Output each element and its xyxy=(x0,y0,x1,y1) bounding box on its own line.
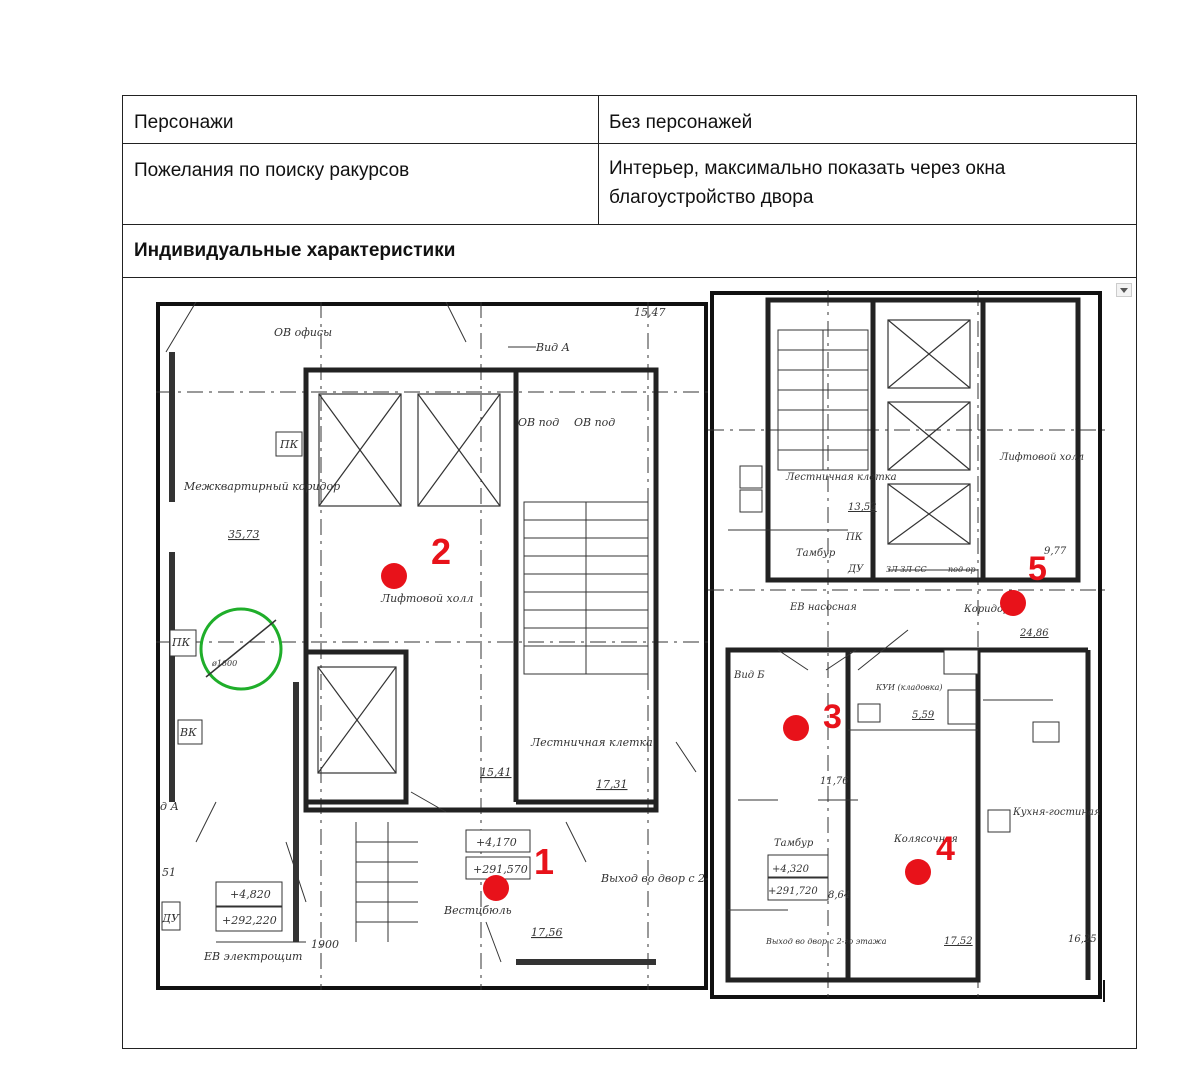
svg-text:ПК: ПК xyxy=(279,438,299,451)
marker-4[interactable]: 4 xyxy=(905,830,955,885)
svg-text:16,25: 16,25 xyxy=(1068,934,1097,945)
label-vestibule: Вестибюль xyxy=(443,904,512,917)
marker-3[interactable]: 3 xyxy=(783,698,842,741)
svg-text:под ор: под ор xyxy=(948,565,976,574)
svg-text:13,52: 13,52 xyxy=(848,502,877,513)
svg-text:17,52: 17,52 xyxy=(944,936,973,947)
svg-text:15,41: 15,41 xyxy=(480,766,512,779)
svg-text:1900: 1900 xyxy=(311,938,339,951)
svg-text:11,76: 11,76 xyxy=(820,776,849,787)
label-ov-offices: ОВ офисы xyxy=(274,326,332,339)
svg-text:+291,570: +291,570 xyxy=(473,863,528,876)
section-header-row: Индивидуальные характеристики xyxy=(123,225,1136,278)
row-value: Интерьер, максимально показать через окн… xyxy=(609,158,1006,208)
svg-text:+291,720: +291,720 xyxy=(768,886,818,897)
dropdown-arrow-icon[interactable] xyxy=(1116,283,1132,297)
svg-text:8,64: 8,64 xyxy=(828,890,850,901)
label-vid-a: Вид А xyxy=(535,341,570,354)
svg-text:+4,320: +4,320 xyxy=(772,864,810,875)
svg-text:17,56: 17,56 xyxy=(531,926,563,939)
label-lift-hall: Лифтовой холл xyxy=(380,592,473,605)
svg-text:5,59: 5,59 xyxy=(912,710,935,721)
label-tambur-2: Тамбур xyxy=(774,838,814,849)
label-exit: Выход во двор с 2-го этажа xyxy=(600,872,708,885)
svg-text:ЗЛ ЗЛ СС: ЗЛ ЗЛ СС xyxy=(886,565,927,574)
row-label: Пожелания по поиску ракурсов xyxy=(134,160,410,181)
label-vid-b: Вид Б xyxy=(733,670,765,681)
label-ev: ЕВ электрощит xyxy=(203,950,302,963)
label-wc: КУИ (кладовка) xyxy=(875,683,942,692)
svg-text:2: 2 xyxy=(431,531,451,572)
table-row: Пожелания по поиску ракурсов Интерьер, м… xyxy=(123,144,1136,225)
svg-text:+4,170: +4,170 xyxy=(476,836,517,849)
label-ev-pump: ЕВ насосная xyxy=(789,602,857,613)
svg-text:15,47: 15,47 xyxy=(634,306,666,319)
marker-5[interactable]: 5 xyxy=(1000,550,1047,616)
marker-1[interactable]: 1 xyxy=(483,841,554,901)
label-stroller: Колясочная xyxy=(893,834,958,845)
label-stair-right: Лестничная клетка xyxy=(785,472,897,483)
svg-text:5: 5 xyxy=(1028,550,1047,588)
label-corridor: Межквартирный коридор xyxy=(183,480,340,493)
svg-text:ОВ под: ОВ под xyxy=(518,416,559,429)
label-corridor-right: Коридор xyxy=(963,604,1010,615)
requirements-table: Персонажи Без персонажей Пожелания по по… xyxy=(122,95,1137,1049)
label-exit-right: Выход во двор с 2-го этажа xyxy=(765,937,887,946)
marker-2[interactable]: 2 xyxy=(381,531,451,589)
label-lift-hall-right: Лифтовой холл xyxy=(999,452,1084,463)
svg-text:ВК: ВК xyxy=(179,726,197,739)
svg-text:4: 4 xyxy=(936,830,955,868)
label-tambur: Тамбур xyxy=(796,548,836,559)
svg-text:17,31: 17,31 xyxy=(596,778,628,791)
svg-text:9,77: 9,77 xyxy=(1044,546,1067,557)
svg-text:1: 1 xyxy=(534,841,554,882)
svg-text:ДУ: ДУ xyxy=(161,912,180,925)
svg-text:+4,820: +4,820 xyxy=(230,888,271,901)
floor-plan-right: Лифтовой холл Лестничная клетка 13,52 Та… xyxy=(708,290,1108,1002)
svg-text:д А: д А xyxy=(160,800,179,813)
label-stair: Лестничная клетка xyxy=(530,736,653,749)
table-row: Персонажи Без персонажей xyxy=(123,96,1136,144)
section-title: Индивидуальные характеристики xyxy=(134,240,456,261)
svg-text:ПК: ПК xyxy=(171,636,191,649)
svg-text:ДУ: ДУ xyxy=(847,564,864,575)
svg-text:51: 51 xyxy=(162,866,176,879)
svg-text:ø1600: ø1600 xyxy=(211,659,237,668)
svg-text:+292,220: +292,220 xyxy=(222,914,277,927)
floor-plan-left: ОВ офисы Вид А 15,47 Межквартирный корид… xyxy=(156,302,708,990)
row-value: Без персонажей xyxy=(609,112,753,133)
svg-text:3: 3 xyxy=(823,698,842,736)
svg-text:35,73: 35,73 xyxy=(228,528,260,541)
svg-text:ПК: ПК xyxy=(845,532,863,543)
svg-text:24,86: 24,86 xyxy=(1019,628,1049,639)
label-kitchen: Кухня-гостиная xyxy=(1012,807,1101,818)
svg-text:ОВ под: ОВ под xyxy=(574,416,615,429)
row-label: Персонажи xyxy=(134,112,234,133)
